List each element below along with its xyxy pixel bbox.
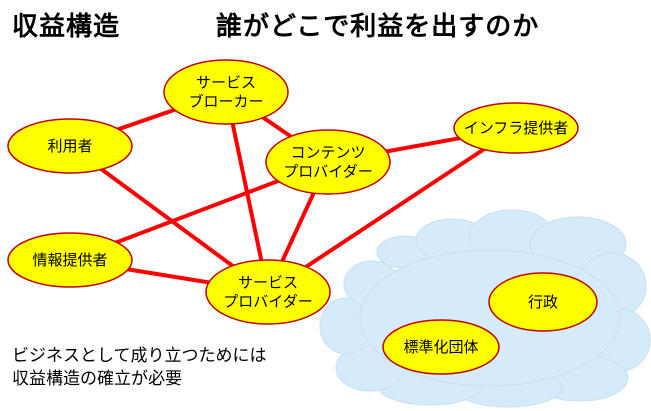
node-shape	[205, 259, 331, 325]
node-standards-body: 標準化団体	[382, 319, 500, 375]
node-shape	[163, 59, 289, 125]
cloud	[319, 209, 651, 408]
node-label: ブローカー	[188, 93, 263, 111]
node-shape	[382, 319, 500, 375]
node-label: 情報提供者	[32, 251, 107, 269]
node-shape	[7, 118, 133, 174]
node-info-provider: 情報提供者	[7, 232, 133, 288]
nodes: 利用者サービスブローカーコンテンツプロバイダーインフラ提供者情報提供者サービスプ…	[7, 59, 598, 375]
slide-title: 収益構造	[12, 12, 121, 42]
node-shape	[488, 272, 598, 332]
node-label: コンテンツ	[290, 144, 365, 162]
edge-infra-provider-service-provider	[266, 126, 518, 294]
node-shape	[453, 102, 579, 154]
node-shape	[265, 129, 391, 195]
node-label: サービス	[238, 274, 298, 292]
node-user: 利用者	[7, 118, 133, 174]
conclusion-note: ビジネスとして成り立つためには 収益構造の確立が必要	[12, 345, 267, 391]
conclusion-line-2: 収益構造の確立が必要	[12, 369, 182, 389]
node-label: サービス	[196, 74, 256, 92]
node-label: 利用者	[47, 137, 92, 155]
node-label: プロバイダー	[283, 163, 372, 181]
node-label: 行政	[528, 293, 558, 311]
node-label: 標準化団体	[403, 338, 478, 356]
node-gov: 行政	[488, 272, 598, 332]
node-label: インフラ提供者	[464, 119, 569, 137]
node-infra-provider: インフラ提供者	[453, 102, 579, 154]
node-label: プロバイダー	[223, 293, 312, 311]
node-shape	[7, 232, 133, 288]
slide-subtitle: 誰がどこで利益を出すのか	[216, 12, 540, 42]
conclusion-line-1: ビジネスとして成り立つためには	[12, 346, 267, 366]
